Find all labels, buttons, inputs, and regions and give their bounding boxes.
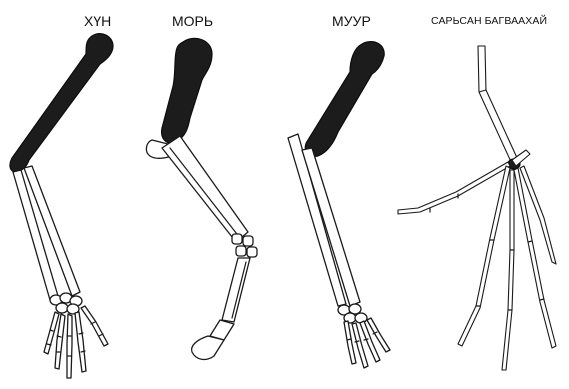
horse-humerus [162,38,212,143]
horse-forelimb [146,38,257,359]
horse-radius-ulna [162,136,248,242]
cat-carpals [338,304,367,323]
bat-forelimb [398,46,556,370]
horse-carpals [232,234,257,257]
bat-humerus [478,46,486,92]
cat-digits [344,318,390,368]
bat-digit-2 [398,162,510,214]
cat-ulna [288,134,346,306]
cat-humerus [305,42,384,157]
human-digits [44,306,108,378]
bat-digit-3 [458,166,510,346]
human-humerus [10,34,113,172]
bat-digit-4 [502,170,514,370]
horse-hoof [192,336,224,359]
cat-forelimb [288,42,390,368]
human-carpals [50,293,82,314]
horse-cannon-bone [222,258,250,322]
human-forelimb [10,34,113,378]
bat-forearm [479,90,518,164]
